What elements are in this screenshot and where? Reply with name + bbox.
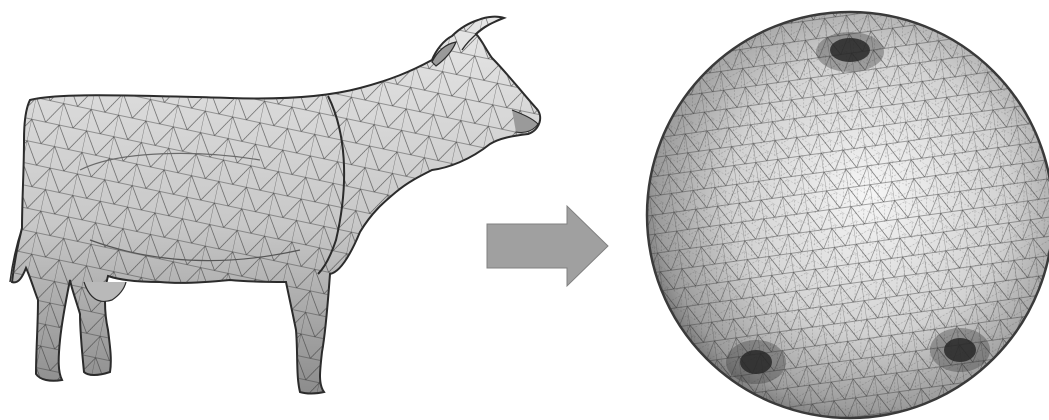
right-arrow-icon xyxy=(487,206,608,286)
sphere-mesh-icon xyxy=(640,0,1049,420)
cow-mesh-icon xyxy=(10,17,540,394)
